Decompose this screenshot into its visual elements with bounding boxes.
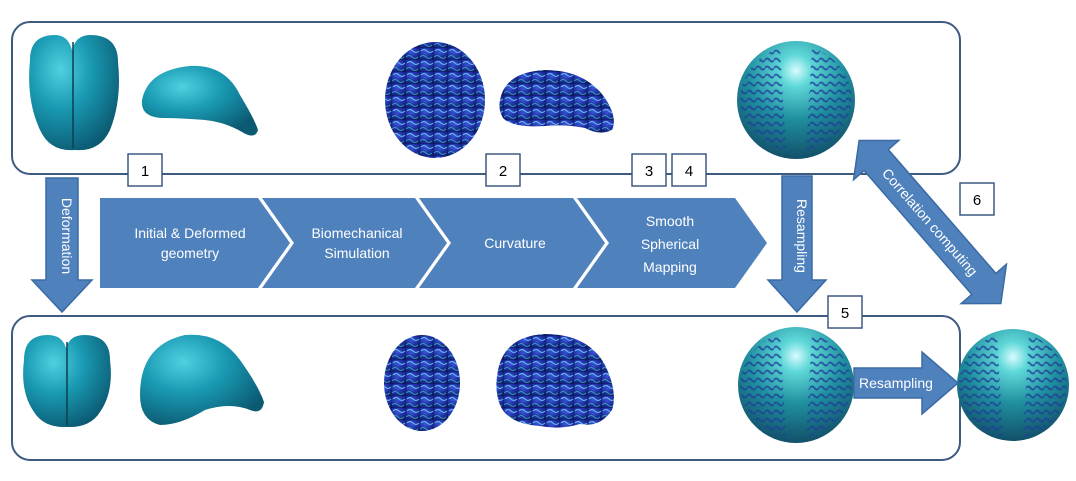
marker-1: 1: [127, 153, 163, 187]
marker-4: 4: [671, 153, 707, 187]
marker-5: 5: [827, 295, 863, 329]
correlation-label: Correlation computing: [879, 165, 981, 279]
marker-6: 6: [959, 182, 995, 216]
initial-brain-side-view: [141, 65, 258, 136]
svg-text:2: 2: [499, 163, 507, 180]
initial-brain-side-view-bottom: [140, 334, 264, 425]
resampling-vertical-label: Resampling: [794, 199, 810, 273]
pipeline-step-1-line-2: geometry: [161, 245, 219, 261]
svg-text:4: 4: [685, 163, 693, 180]
svg-text:3: 3: [645, 163, 653, 180]
initial-brain-top-view: [29, 35, 119, 151]
pipeline: Initial & Deformed geometry Biomechanica…: [100, 198, 767, 288]
deformation-arrow: Deformation: [30, 177, 94, 314]
spherical-map-bottom: [738, 327, 854, 443]
spherical-map-top: [737, 41, 855, 159]
pipeline-step-4-line-3: Mapping: [643, 259, 697, 275]
deformed-brain-top-view-bottom: [384, 335, 460, 431]
pipeline-step-3: [419, 198, 605, 288]
pipeline-step-2-line-1: Biomechanical: [311, 225, 402, 241]
deformed-brain-top-view: [385, 42, 485, 158]
pipeline-step-1: [100, 198, 290, 288]
pipeline-step-1-line-1: Initial & Deformed: [134, 225, 245, 241]
pipeline-step-4: [577, 198, 767, 288]
marker-2: 2: [485, 153, 521, 187]
correlation-arrow: Correlation computing: [852, 139, 1008, 305]
pipeline-step-4-line-1: Smooth: [646, 213, 694, 229]
pipeline-step-4-line-2: Spherical: [641, 236, 699, 252]
svg-text:1: 1: [141, 163, 149, 180]
initial-brain-top-view-bottom: [23, 335, 111, 428]
deformed-brain-side-view-bottom: [496, 334, 614, 428]
deformed-brain-side-view: [499, 70, 614, 133]
deformation-label: Deformation: [59, 198, 75, 274]
resampling-horizontal-label: Resampling: [859, 375, 933, 391]
pipeline-step-3-line-1: Curvature: [484, 235, 546, 251]
pipeline-step-2: [262, 198, 447, 288]
svg-text:6: 6: [973, 192, 981, 209]
svg-text:5: 5: [841, 305, 849, 322]
resampling-vertical-arrow: Resampling: [766, 175, 828, 314]
pipeline-step-2-line-2: Simulation: [324, 245, 389, 261]
marker-3: 3: [631, 153, 667, 187]
resampling-horizontal-arrow: Resampling: [853, 350, 960, 416]
spherical-map-resampled: [957, 329, 1069, 441]
